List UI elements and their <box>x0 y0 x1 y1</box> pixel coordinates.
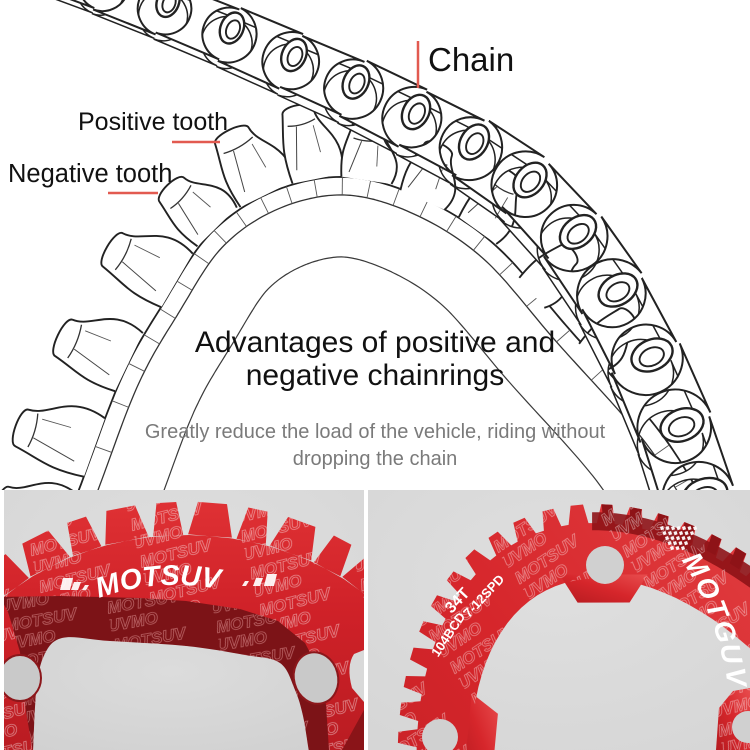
svg-text:negative chainrings: negative chainrings <box>246 359 505 392</box>
svg-text:Negative tooth: Negative tooth <box>8 160 172 188</box>
svg-text:dropping the chain: dropping the chain <box>293 448 458 470</box>
svg-text:Positive tooth: Positive tooth <box>78 108 228 136</box>
svg-text:Chain: Chain <box>428 41 514 78</box>
svg-text:Advantages of positive and: Advantages of positive and <box>195 326 555 359</box>
svg-text:Greatly reduce the load of the: Greatly reduce the load of the vehicle, … <box>145 421 606 443</box>
